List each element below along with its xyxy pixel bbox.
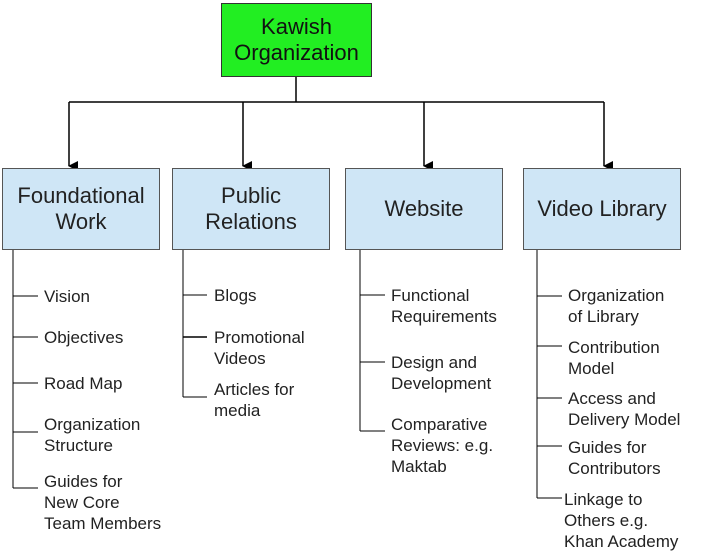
branch-label: Video Library — [537, 196, 667, 221]
item-guides-contributors: Guides for Contributors — [568, 438, 661, 478]
item-functional-requirements: Functional Requirements — [391, 286, 497, 326]
item-contribution-model: Contribution Model — [568, 338, 660, 378]
branch-public-relations: Public Relations — [172, 168, 330, 250]
item-organization-structure: Organization Structure — [44, 415, 141, 455]
branch-label: Foundational Work — [17, 183, 145, 234]
branch-video-library: Video Library — [523, 168, 681, 250]
item-comparative-reviews: Comparative Reviews: e.g. Maktab — [391, 415, 494, 476]
item-access-delivery: Access and Delivery Model — [568, 389, 681, 429]
item-objectives: Objectives — [44, 328, 124, 347]
branch-foundational-work: Foundational Work — [2, 168, 160, 250]
item-design-development: Design and Development — [391, 353, 492, 393]
item-vision: Vision — [44, 287, 90, 306]
item-road-map: Road Map — [44, 374, 123, 393]
item-organization-library: Organization of Library — [568, 286, 665, 326]
item-articles-media: Articles for media — [214, 380, 295, 420]
root-node: Kawish Organization — [221, 3, 372, 77]
branch-label: Website — [384, 196, 464, 221]
root-node-label: Kawish Organization — [234, 14, 359, 65]
item-promotional-videos: Promotional Videos — [214, 328, 305, 368]
item-guides-core-team: Guides for New Core Team Members — [44, 472, 162, 533]
item-linkage-others: Linkage to Others e.g. Khan Academy — [564, 490, 679, 551]
item-blogs: Blogs — [214, 286, 257, 305]
branch-label: Public Relations — [205, 183, 297, 234]
branch-website: Website — [345, 168, 503, 250]
